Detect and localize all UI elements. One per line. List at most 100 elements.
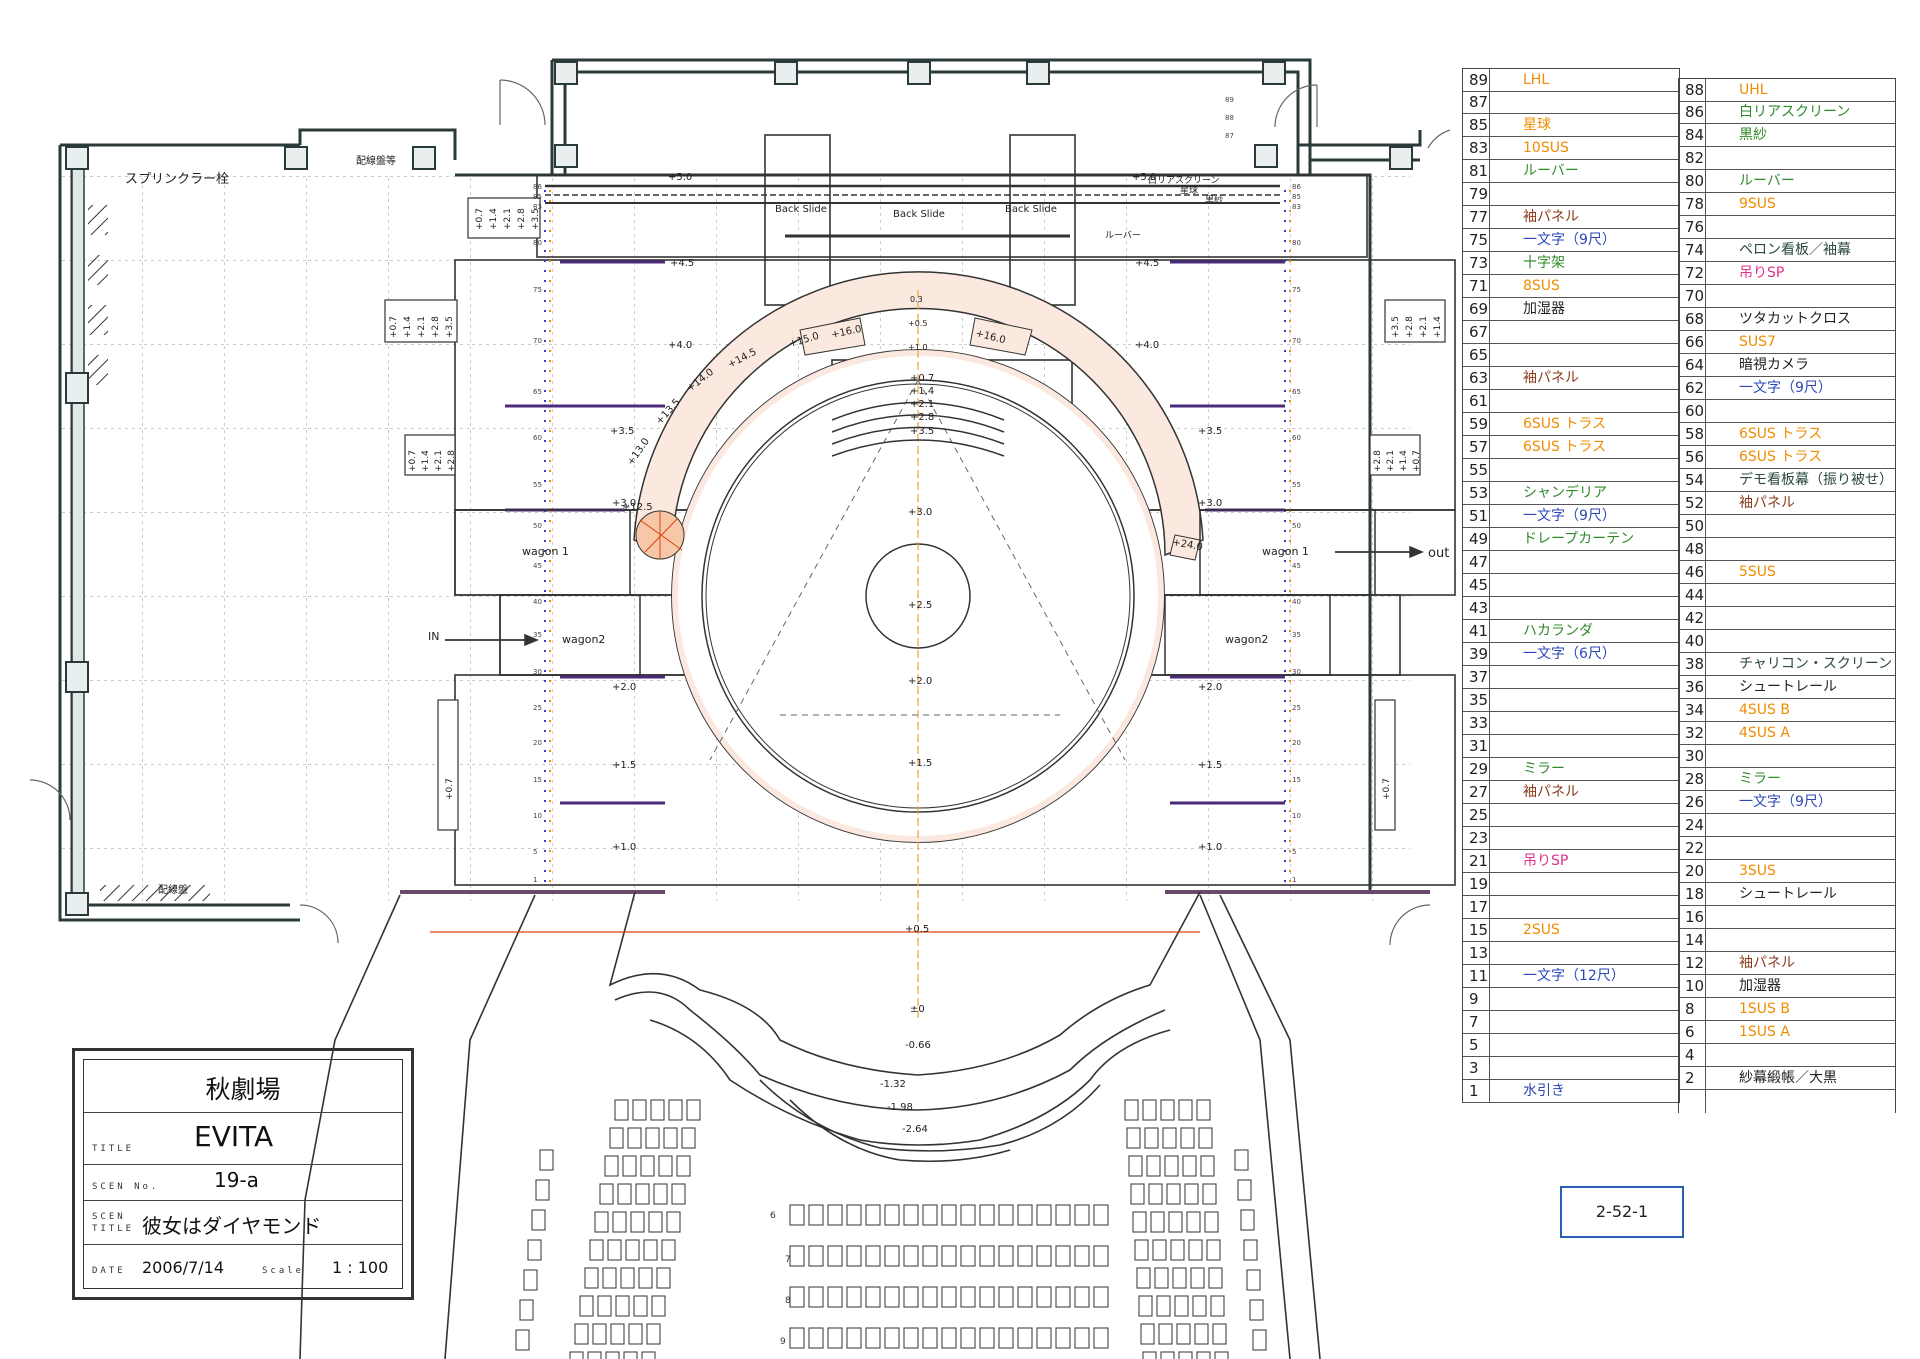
batten-number: 68 [1685,310,1705,328]
svg-text:55: 55 [1292,481,1301,489]
seat [1190,1267,1205,1289]
svg-text:15: 15 [1292,776,1301,784]
seat [620,1267,635,1289]
batten-number: 85 [1469,116,1489,134]
sprinkler-label: スプリンクラー栓 [125,172,229,187]
level-plus10-right: +1.0 [1198,842,1222,853]
batten-number: 5 [1469,1036,1479,1054]
svg-text:30: 30 [533,668,542,676]
batten-row: 79 [1463,183,1679,206]
seat [1142,1099,1157,1121]
batten-number: 16 [1685,908,1705,926]
batten-number: 60 [1685,402,1705,420]
seat [903,1204,919,1226]
batten-number: 3 [1469,1059,1479,1077]
batten-row: 44 [1679,584,1895,607]
seat [1142,1351,1157,1359]
title-block-title-row: TITLE EVITA [84,1112,402,1165]
batten-row: 23 [1463,827,1679,850]
seat [628,1323,643,1345]
wagon1-left-label: wagon 1 [522,545,569,558]
wagons [445,509,1424,676]
seat [584,1267,599,1289]
ramp-125: +12.5 [622,502,653,513]
batten-number: 12 [1685,954,1705,972]
seat [865,1327,881,1349]
svg-text:+2.8: +2.8 [517,208,527,230]
batten-number: 51 [1469,507,1489,525]
seat [1130,1183,1145,1205]
batten-number: 58 [1685,425,1705,443]
svg-text:65: 65 [1292,388,1301,396]
seat [1144,1127,1159,1149]
seat [614,1099,629,1121]
column-divider [1705,78,1706,1113]
scene-title-key-1: SCEN [92,1212,126,1222]
svg-text:50: 50 [533,522,542,530]
svg-text:25: 25 [1292,704,1301,712]
svg-text:50: 50 [1292,522,1301,530]
svg-text:+2.1: +2.1 [434,450,444,472]
batten-label: 一文字（6尺） [1523,646,1616,662]
seat [979,1204,995,1226]
svg-text:45: 45 [1292,562,1301,570]
seat [519,1299,534,1321]
batten-label: 十字架 [1523,255,1565,271]
level-plus40-left: +4.0 [668,340,692,351]
seat [671,1183,686,1205]
batten-label: 袖パネル [1523,370,1579,386]
seat [1140,1323,1155,1345]
seat [1172,1267,1187,1289]
svg-text:+2.1: +2.1 [417,316,427,338]
seat [922,1204,938,1226]
seat [884,1245,900,1267]
svg-text:7: 7 [785,1255,791,1265]
seat [640,1155,655,1177]
batten-label: ルーバー [1739,173,1795,189]
level-minus198: -1.98 [887,1102,913,1113]
wagon2-left-label: wagon2 [562,633,605,646]
batten-number: 79 [1469,185,1489,203]
revolve-plus30: +3.0 [908,507,932,518]
revolving-stage [633,271,1204,1020]
seat [609,1127,624,1149]
batten-number: 25 [1469,806,1489,824]
ruler-numbers: 86 85 83 80 75 70 65 60 55 50 45 40 35 3… [533,96,1301,884]
batten-label: 一文字（12尺） [1523,968,1625,984]
title-block-venue-row: 秋劇場 [84,1060,402,1113]
svg-text:75: 75 [533,286,542,294]
svg-text:+2.1: +2.1 [1419,316,1429,338]
batten-number: 72 [1685,264,1705,282]
svg-text:80: 80 [1292,239,1301,247]
svg-text:85: 85 [1292,193,1301,201]
level-plus15-left: +1.5 [612,760,636,771]
batten-number: 84 [1685,126,1705,144]
batten-row: 25 [1463,804,1679,827]
batten-label: チャリコン・スクリーン [1739,656,1893,672]
seat [1198,1127,1213,1149]
seat [1243,1239,1258,1261]
batten-number: 9 [1469,990,1479,1008]
batten-row: 40 [1679,630,1895,653]
seat [1132,1211,1147,1233]
svg-text:5: 5 [533,848,537,856]
batten-number: 86 [1685,103,1705,121]
batten-row: 14 [1679,929,1895,952]
batten-number: 73 [1469,254,1489,272]
batten-label: 4SUS A [1739,725,1790,741]
seat [648,1211,663,1233]
seat [960,1286,976,1308]
batten-label: シュートレール [1739,679,1837,695]
batten-row: 45 [1463,574,1679,597]
seat [1200,1155,1215,1177]
seat [658,1155,673,1177]
seat [607,1239,622,1261]
